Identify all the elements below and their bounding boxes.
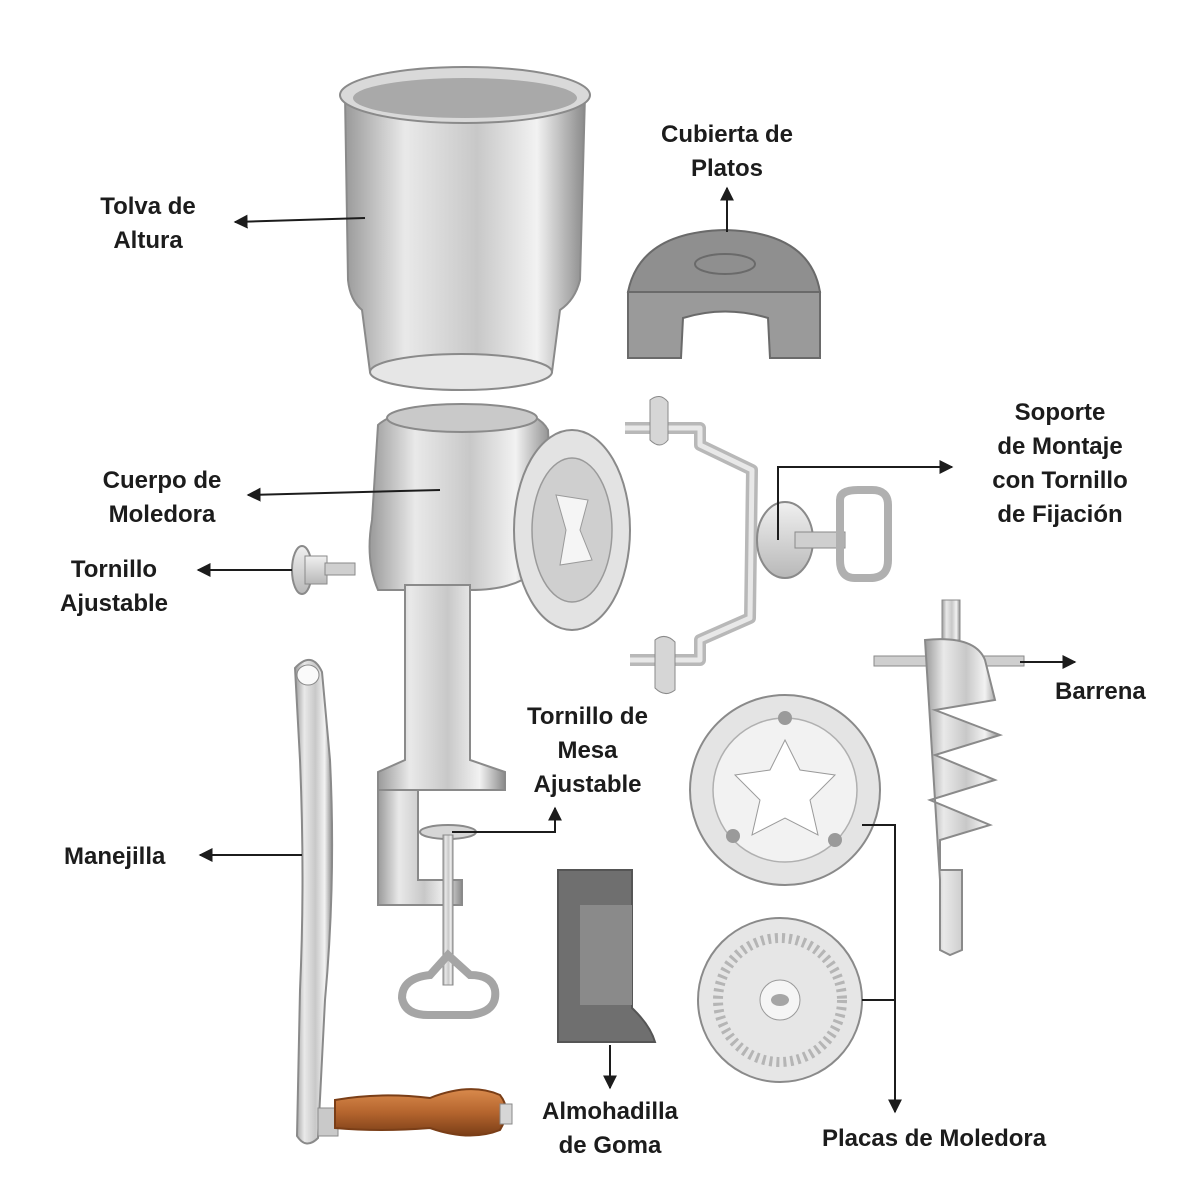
- hopper-part: [339, 66, 591, 391]
- arrow-cuerpo: [246, 487, 441, 502]
- label-cubierta-de-platos: Cubierta de Platos: [660, 121, 794, 182]
- grinder-body-part: [368, 403, 631, 906]
- table-clamp-screw-part: [397, 824, 500, 1019]
- arrow-soporte: [777, 460, 954, 540]
- label-placas-de-moledora: Placas de Moledora: [822, 1125, 1047, 1152]
- label-barrena: Barrena: [1055, 678, 1146, 705]
- leader-lines: [196, 186, 1077, 1114]
- crank-handle-part: [293, 659, 513, 1145]
- grinding-plates-part: [689, 694, 881, 1083]
- label-cuerpo-de-moledora: Cuerpo de Moledora: [102, 467, 222, 528]
- label-almohadilla-de-goma: Almohadilla de Goma: [541, 1098, 679, 1159]
- label-tornillo-de-mesa-ajustable: Tornillo de Mesa Ajustable: [527, 703, 648, 798]
- mounting-bracket-part: [625, 396, 892, 694]
- plate-cover-part: [626, 228, 822, 359]
- label-tolva-de-altura: Tolva de Altura: [100, 193, 196, 254]
- label-soporte-de-montaje: Soporte de Montaje con Tornillo de Fijac…: [992, 399, 1128, 528]
- label-manejilla: Manejilla: [64, 843, 166, 870]
- arrow-placas: [862, 824, 896, 1001]
- arrow-mesa: [452, 806, 562, 833]
- rubber-pad-part: [557, 869, 657, 1043]
- label-tornillo-ajustable: Tornillo Ajustable: [59, 556, 169, 617]
- auger-part: [873, 599, 1025, 957]
- arrow-tolva: [233, 214, 366, 229]
- adjusting-screw-part: [291, 545, 356, 595]
